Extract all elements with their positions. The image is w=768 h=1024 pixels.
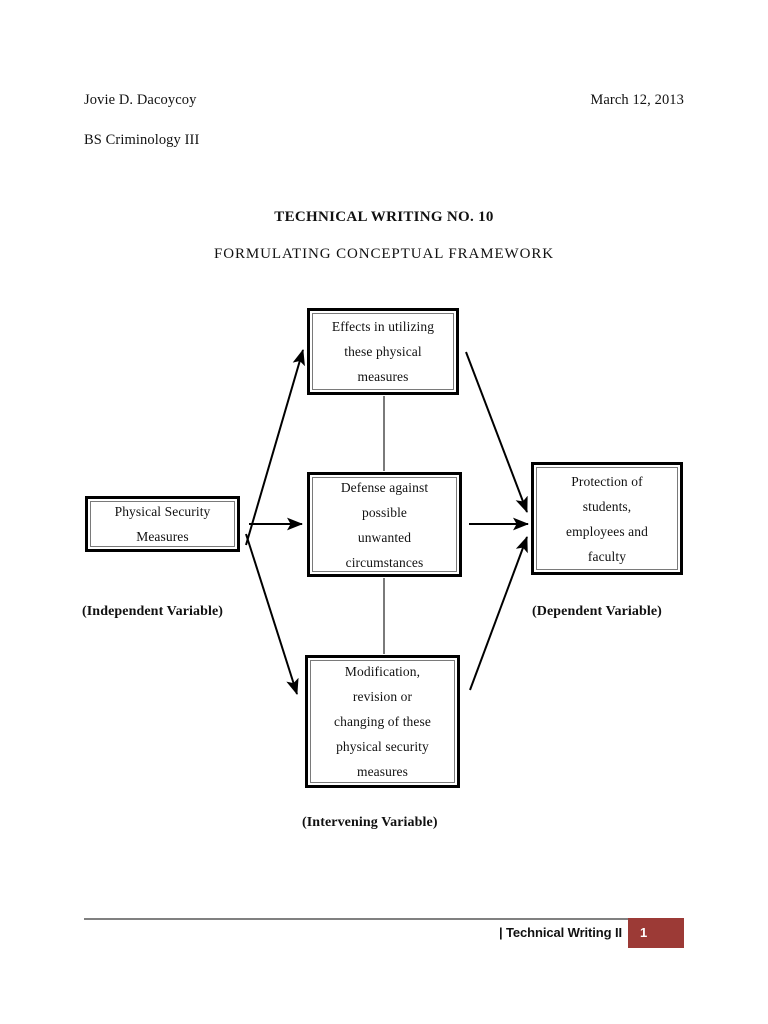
document-header: Jovie D. Dacoycoy March 12, 2013 (84, 92, 684, 109)
node-effects-in-utilizing[interactable]: Effects in utilizing these physical meas… (307, 308, 459, 395)
footer-divider (84, 918, 684, 920)
arrow-physical-to-modification (245, 533, 299, 695)
node-label: Effects in utilizing these physical meas… (331, 319, 435, 384)
arrow-physical-to-effects (245, 349, 305, 546)
caption-dependent-variable: (Dependent Variable) (532, 604, 662, 619)
author-course: BS Criminology III (84, 132, 200, 148)
caption-independent-variable: (Independent Variable) (82, 604, 224, 619)
page-subtitle: FORMULATING CONCEPTUAL FRAMEWORK (214, 246, 554, 262)
node-inner-border: Modification, revision or changing of th… (310, 660, 455, 783)
arrow-modification-to-protection (469, 536, 528, 691)
node-label: Physical Security Measures (114, 504, 211, 544)
footer-label: | Technical Writing II (498, 925, 622, 940)
node-protection-of-students[interactable]: Protection of students, employees and fa… (531, 462, 683, 575)
node-inner-border: Effects in utilizing these physical meas… (312, 313, 454, 390)
arrow-effects-to-protection (465, 351, 528, 513)
caption-intervening-variable: (Intervening Variable) (302, 815, 438, 830)
document-date: March 12, 2013 (590, 92, 684, 108)
node-inner-border: Physical Security Measures (90, 501, 235, 547)
node-defense-against-circumstances[interactable]: Defense against possible unwanted circum… (307, 472, 462, 577)
node-modification-revision[interactable]: Modification, revision or changing of th… (305, 655, 460, 788)
node-inner-border: Defense against possible unwanted circum… (312, 477, 457, 572)
author-name: Jovie D. Dacoycoy (84, 92, 197, 108)
page-number-badge (628, 918, 684, 948)
node-label: Defense against possible unwanted circum… (340, 479, 429, 570)
page-number: 1 (640, 925, 648, 940)
node-label: Modification, revision or changing of th… (334, 664, 431, 779)
node-physical-security-measures[interactable]: Physical Security Measures (85, 496, 240, 552)
node-inner-border: Protection of students, employees and fa… (536, 467, 678, 570)
node-label: Protection of students, employees and fa… (566, 473, 648, 564)
page-title: TECHNICAL WRITING NO. 10 (274, 209, 494, 225)
